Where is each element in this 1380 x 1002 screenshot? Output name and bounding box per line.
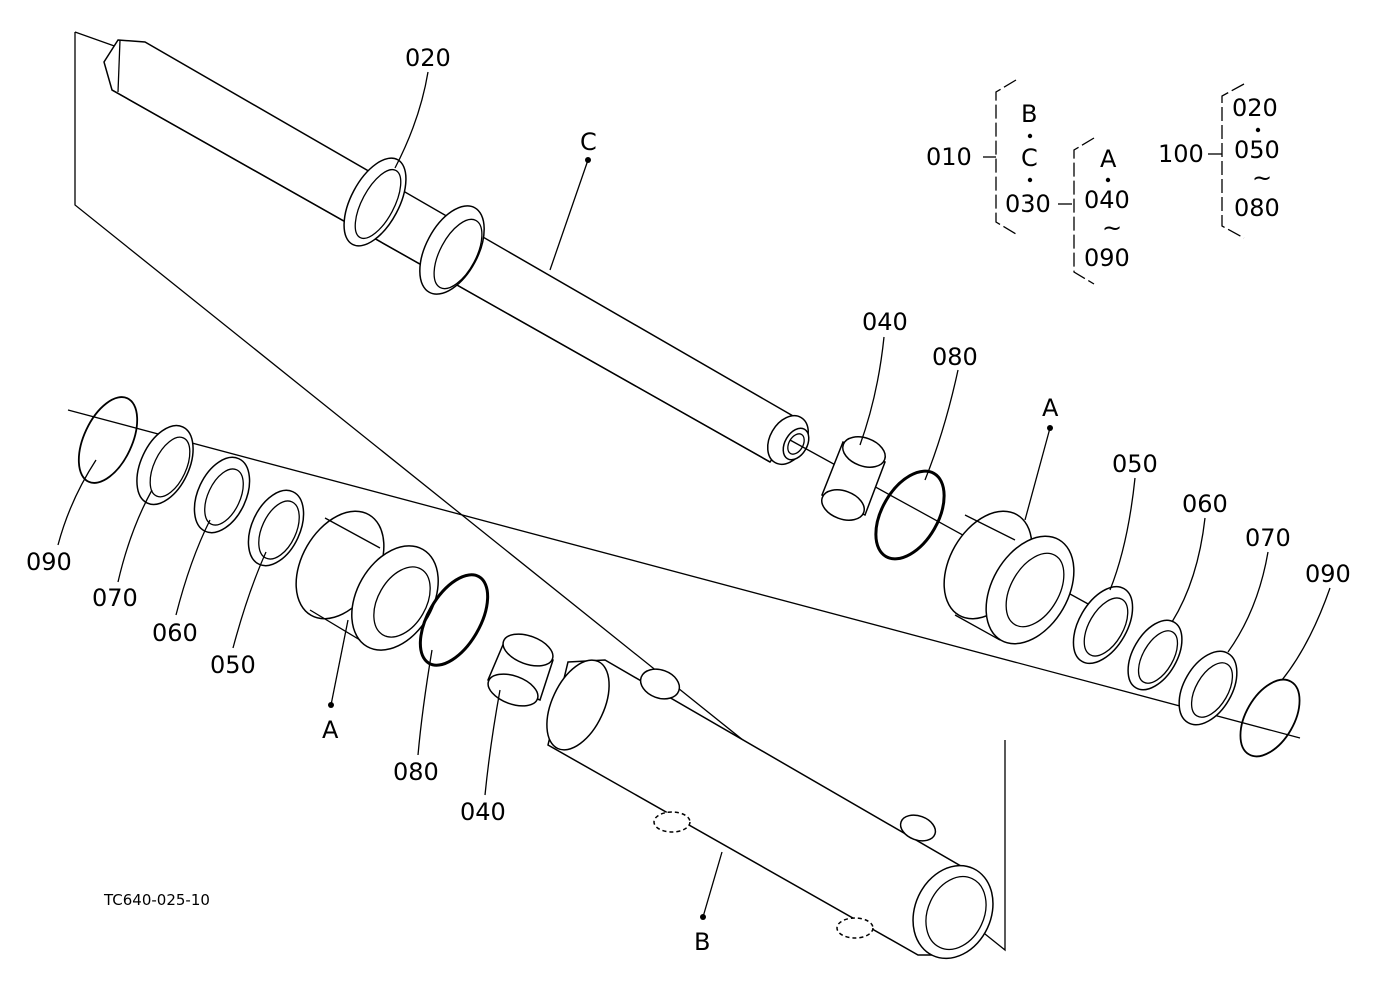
label-050-left: 050 (210, 651, 256, 679)
legend-010-code: 010 (926, 143, 972, 171)
legend-030-item-2: 040 (1084, 186, 1130, 214)
label-060-right: 060 (1182, 490, 1228, 518)
label-060-left: 060 (152, 619, 198, 647)
rod-seal-020 (343, 157, 407, 247)
label-020: 020 (405, 44, 451, 72)
legend-030-item-1: A (1100, 145, 1117, 173)
label-090-left: 090 (26, 548, 72, 576)
legend-030-item-3: 090 (1084, 244, 1130, 272)
label-c: C (580, 128, 597, 156)
label-090-right: 090 (1305, 560, 1351, 588)
legend-100-tilde: ~ (1252, 164, 1272, 192)
leader-lines (57, 71, 1331, 920)
legend-100-item-3: 080 (1234, 194, 1280, 222)
assembly-frame (74, 32, 1006, 952)
label-a-right: A (1042, 394, 1059, 422)
label-080-top: 080 (932, 343, 978, 371)
label-050-right: 050 (1112, 450, 1158, 478)
snap-ring-090-right (1239, 678, 1301, 758)
piston-shoulder (419, 205, 485, 295)
legend-100-item-1: 020 (1232, 94, 1278, 122)
legend-010-item-2: C (1021, 144, 1038, 172)
label-040-bottom: 040 (460, 798, 506, 826)
ring-050-left (247, 489, 305, 567)
cylinder-tube (546, 659, 994, 960)
label-070-right: 070 (1245, 524, 1291, 552)
assembly-legend: 010 B C 030 A 040 ~ 090 100 020 050 ~ 08… (926, 79, 1280, 285)
bushing-040-right (821, 436, 886, 521)
label-070-left: 070 (92, 584, 138, 612)
rod-guide-a-right (943, 510, 1075, 645)
snap-ring-090-left (77, 396, 139, 484)
o-ring-080-left (418, 573, 490, 667)
label-b: B (694, 928, 710, 956)
bushing-040-left (487, 633, 554, 707)
o-ring-080-right (874, 469, 946, 561)
wiper-070-left (136, 424, 194, 506)
label-040-top: 040 (862, 308, 908, 336)
ring-050-right (1072, 585, 1134, 665)
legend-030-tilde: ~ (1102, 214, 1122, 242)
frame-top-edge (74, 31, 121, 49)
ring-060-left (193, 456, 251, 534)
label-080-bottom: 080 (393, 758, 439, 786)
lower-axis (67, 409, 1301, 739)
legend-100-code: 100 (1158, 140, 1204, 168)
drawing-code: TC640-025-10 (103, 891, 210, 909)
legend-010-item-1: B (1021, 100, 1037, 128)
ring-060-right (1127, 619, 1183, 691)
wiper-070-right (1178, 650, 1238, 726)
label-a-left: A (322, 716, 339, 744)
legend-100-item-2: 050 (1234, 136, 1280, 164)
rod-guide-a-left (295, 510, 439, 651)
legend-010-item-3: 030 (1005, 190, 1051, 218)
